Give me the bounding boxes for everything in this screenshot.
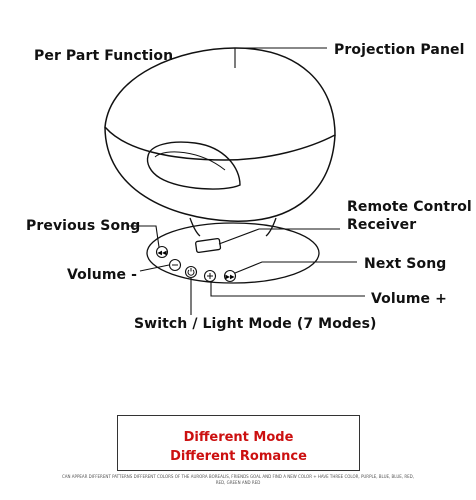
slogan-line-2: Different Romance (170, 449, 307, 464)
bowl-body (104, 126, 336, 222)
leader-remote-receiver (218, 228, 340, 245)
label-next-song: Next Song (364, 256, 447, 272)
leader-next-song (234, 261, 357, 274)
label-previous-song: Previous Song (26, 218, 141, 234)
volume-plus-icon[interactable] (203, 269, 217, 283)
projection-panel (104, 47, 336, 161)
label-remote-control-line2: Receiver (347, 217, 417, 233)
leader-previous-song (128, 225, 160, 248)
label-remote-control-line1: Remote Control (347, 199, 472, 215)
remote-receiver-window (195, 237, 222, 254)
leader-projection-panel (234, 47, 327, 68)
handle-inner (154, 151, 226, 171)
leader-volume-plus (210, 282, 365, 297)
volume-minus-icon[interactable] (168, 258, 182, 272)
footnote: CAN APPEAR DIFFERENT PATTERNS DIFFERENT … (62, 474, 414, 485)
label-volume-minus: Volume - (67, 267, 138, 283)
previous-song-icon[interactable]: ◀◀ (155, 245, 169, 259)
handle-opening (146, 141, 241, 190)
next-song-icon[interactable]: ▶▶ (223, 269, 237, 283)
diagram-title: Per Part Function (34, 48, 174, 64)
leader-volume-minus (139, 264, 170, 272)
power-icon[interactable] (184, 265, 198, 279)
svg-text:▶▶: ▶▶ (225, 274, 235, 281)
label-volume-plus: Volume + (371, 291, 447, 307)
label-switch-light-mode: Switch / Light Mode (7 Modes) (134, 316, 377, 332)
slogan-box: Different Mode Different Romance (117, 415, 360, 471)
slogan-line-1: Different Mode (183, 430, 294, 445)
label-projection-panel: Projection Panel (334, 42, 465, 58)
base-plate (146, 222, 320, 284)
svg-text:◀◀: ◀◀ (157, 250, 167, 257)
